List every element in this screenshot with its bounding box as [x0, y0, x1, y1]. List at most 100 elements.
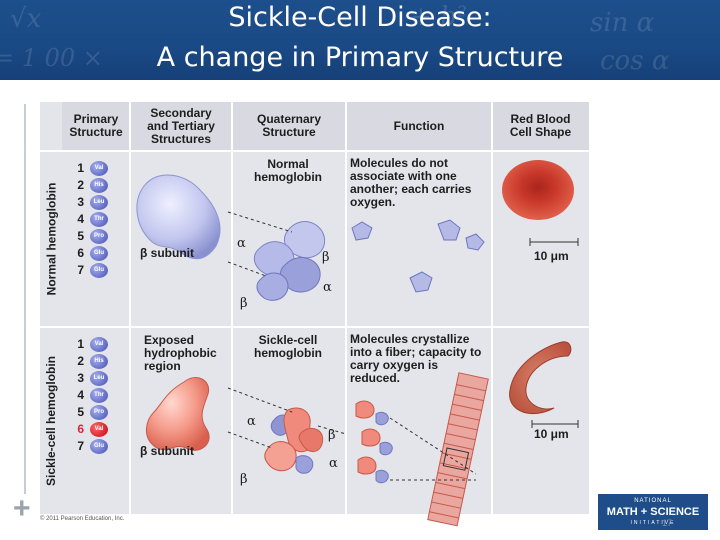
amino-acid-bead: Val	[90, 160, 108, 176]
plus-icon: +	[13, 492, 31, 525]
normal-scale-bar-label: 10 μm	[534, 249, 569, 263]
nmsi-logo: NATIONAL MATH + SCIENCE INITIATIVE	[598, 494, 708, 530]
normal-function-text: Molecules do not associate with one anot…	[350, 156, 472, 209]
header-function-text: Function	[393, 118, 445, 133]
sickle-fiber	[355, 372, 489, 527]
amino-acid-position: 1	[77, 337, 84, 351]
row-label-normal: Normal hemoglobin	[40, 152, 62, 326]
amino-acid-row: 1 Val	[70, 336, 108, 352]
amino-acid-row: 4 Thr	[70, 211, 108, 227]
sickle-beta-subunit-shape	[146, 377, 210, 451]
column-divider	[129, 102, 131, 514]
copyright: © 2011 Pearson Education, Inc.	[40, 516, 125, 522]
sickle-function-text: Molecules crystallize into a fiber; capa…	[350, 332, 482, 385]
amino-acid-position: 6	[77, 422, 84, 436]
amino-acid-position: 1	[77, 161, 84, 175]
amino-acid-bead: His	[90, 353, 108, 369]
sickle-alpha-label: α	[329, 456, 338, 471]
amino-acid-row: 7 Glu	[70, 438, 108, 454]
normal-quaternary-label: Normal hemoglobin	[254, 157, 322, 184]
logo-line-1: NATIONAL	[634, 498, 672, 504]
header-secondary: Secondary and Tertiary Structures	[130, 102, 232, 150]
amino-acid-row: 5 Pro	[70, 404, 108, 420]
amino-acid-position: 2	[77, 178, 84, 192]
header-quaternary: Quaternary Structure	[232, 102, 346, 150]
normal-beta-subunit-label: β subunit	[140, 246, 194, 260]
header-rbc: Red Blood Cell Shape	[492, 102, 589, 150]
row-divider	[40, 326, 589, 328]
amino-acid-bead: Glu	[90, 245, 108, 261]
amino-acid-position: 3	[77, 371, 84, 385]
hemoglobin-figure: Primary Structure Secondary and Tertiary…	[40, 102, 589, 527]
sickle-beta-label: β	[240, 472, 248, 487]
amino-acid-position: 4	[77, 388, 84, 402]
left-rule	[24, 104, 26, 494]
amino-acid-position: 4	[77, 212, 84, 226]
amino-acid-row: 6 Glu	[70, 245, 108, 261]
normal-alpha-label: α	[323, 280, 332, 295]
amino-acid-row: 2 His	[70, 353, 108, 369]
amino-acid-position: 6	[77, 246, 84, 260]
amino-acid-position: 5	[77, 405, 84, 419]
amino-acid-row: 1 Val	[70, 160, 108, 176]
amino-acid-row: 2 His	[70, 177, 108, 193]
normal-red-blood-cell	[502, 160, 579, 246]
normal-hemoglobin-tetramer	[227, 211, 326, 301]
column-divider	[231, 102, 233, 514]
normal-beta-label: β	[240, 296, 248, 311]
amino-acid-row: 6 Val	[70, 421, 108, 437]
amino-acid-bead: Glu	[90, 438, 108, 454]
amino-acid-row: 3 Leu	[70, 194, 108, 210]
header-primary-text: Primary Structure	[69, 112, 123, 139]
amino-acid-position: 7	[77, 439, 84, 453]
normal-free-molecules	[351, 219, 485, 293]
banner-math-decoration: + b²	[410, 2, 468, 32]
amino-acid-bead: Leu	[90, 194, 108, 210]
sickle-quaternary-label: Sickle-cell hemoglobin	[254, 333, 322, 360]
amino-acid-bead: Thr	[90, 211, 108, 227]
row-label-normal-text: Normal hemoglobin	[44, 182, 59, 296]
amino-acid-bead: Leu	[90, 370, 108, 386]
slide-title-line-2: A change in Primary Structure	[156, 42, 564, 73]
sickle-region-label: Exposed hydrophobic region	[144, 333, 217, 373]
amino-acid-position: 7	[77, 263, 84, 277]
logo-line-2: MATH + SCIENCE	[606, 506, 700, 518]
sickle-beta-label: β	[328, 428, 336, 443]
amino-acid-bead: His	[90, 177, 108, 193]
sickle-hemoglobin-tetramer	[227, 387, 347, 474]
banner-math-decoration: √x	[10, 4, 42, 34]
normal-alpha-label: α	[237, 236, 246, 251]
banner-math-decoration: = 1 00 ×	[0, 44, 103, 72]
header-quaternary-text: Quaternary Structure	[256, 112, 322, 139]
banner-math-decoration: cos α	[600, 46, 670, 76]
banner-math-decoration: sin α	[590, 8, 655, 38]
amino-acid-row: 3 Leu	[70, 370, 108, 386]
row-label-sickle: Sickle-cell hemoglobin	[40, 328, 62, 514]
sickle-alpha-label: α	[247, 414, 256, 429]
sickle-red-blood-cell	[509, 341, 579, 428]
amino-acid-bead: Val	[90, 421, 108, 437]
amino-acid-position: 3	[77, 195, 84, 209]
amino-acid-bead: Val	[90, 336, 108, 352]
header-function: Function	[346, 102, 492, 150]
normal-beta-label: β	[322, 250, 330, 265]
amino-acid-position: 2	[77, 354, 84, 368]
header-primary: Primary Structure	[62, 102, 130, 150]
sickle-scale-bar-label: 10 μm	[534, 427, 569, 441]
slide-number: 17	[662, 518, 673, 528]
amino-acid-bead: Thr	[90, 387, 108, 403]
title-banner: √x = 1 00 × + b² sin α cos α Sickle-Cell…	[0, 0, 720, 80]
normal-beta-subunit-shape	[136, 174, 221, 260]
row-divider	[40, 150, 589, 152]
amino-acid-position: 5	[77, 229, 84, 243]
column-divider	[345, 102, 347, 514]
row-label-sickle-text: Sickle-cell hemoglobin	[44, 355, 58, 487]
amino-acid-bead: Pro	[90, 404, 108, 420]
amino-acid-row: 4 Thr	[70, 387, 108, 403]
column-divider	[491, 102, 493, 514]
sickle-beta-subunit-label: β subunit	[140, 444, 194, 458]
